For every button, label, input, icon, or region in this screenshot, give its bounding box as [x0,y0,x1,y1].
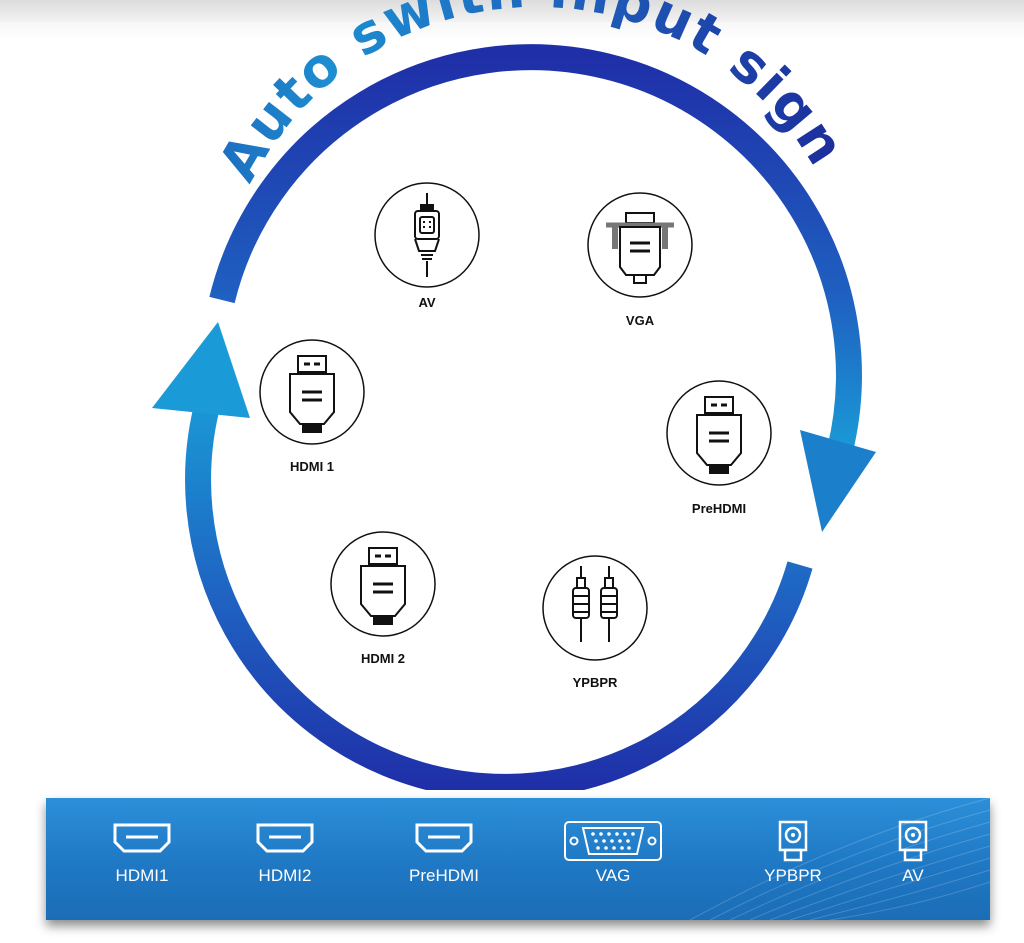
port-ypbpr-label: YPBPR [764,866,822,885]
input-av-label: AV [418,295,435,310]
port-av-label: AV [902,866,924,885]
input-hdmi2-label: HDMI 2 [361,651,405,666]
hdmi-port-icon [113,823,171,853]
port-hdmi2-label: HDMI2 [258,866,312,885]
ports-panel: HDMI1 HDMI2 PreHDMI VAG [46,798,990,920]
input-cycle-diagram: Auto swith input signal AV [0,0,876,790]
input-hdmi1: HDMI 1 [259,339,365,474]
hdmi-plug-icon [360,547,406,625]
right-arc-arrow [209,44,862,454]
rca-jack-icon [898,820,928,862]
hdmi-port-icon [415,823,473,853]
port-hdmi1: HDMI1 [82,820,202,886]
input-vga-label: VGA [626,313,655,328]
hdmi-plug-icon [696,396,742,474]
input-hdmi2: HDMI 2 [330,531,436,666]
input-ypbpr-label: YPBPR [573,675,618,690]
port-prehdmi-label: PreHDMI [409,866,479,885]
input-prehdmi: PreHDMI [666,380,772,516]
vga-port-icon [564,821,662,861]
title-text: Auto swith input signal [0,0,858,191]
port-ypbpr: YPBPR [733,820,853,886]
hdmi-port-icon [256,823,314,853]
port-hdmi1-label: HDMI1 [115,866,169,885]
title-textpath: Auto swith input signal [0,0,856,191]
port-hdmi2: HDMI2 [225,820,345,886]
top-shadow-band [0,0,1024,22]
port-av: AV [853,820,973,886]
input-av: AV [374,182,480,310]
rca-plugs-icon [572,566,618,642]
port-vag-label: VAG [595,866,631,885]
right-arrowhead [800,430,876,532]
hdmi-plug-icon [289,355,335,433]
input-hdmi1-label: HDMI 1 [290,459,334,474]
left-arc-arrow [185,391,813,790]
input-prehdmi-label: PreHDMI [692,501,746,516]
port-vag: VAG [553,820,673,886]
input-ypbpr: YPBPR [542,555,648,690]
rca-jack-icon [778,820,808,862]
port-prehdmi: PreHDMI [384,820,504,886]
vga-plug-icon [606,212,674,284]
panel-wave-pattern [690,798,990,920]
left-arrowhead [152,322,250,418]
av-plug-icon [414,193,440,277]
input-vga: VGA [587,192,693,328]
